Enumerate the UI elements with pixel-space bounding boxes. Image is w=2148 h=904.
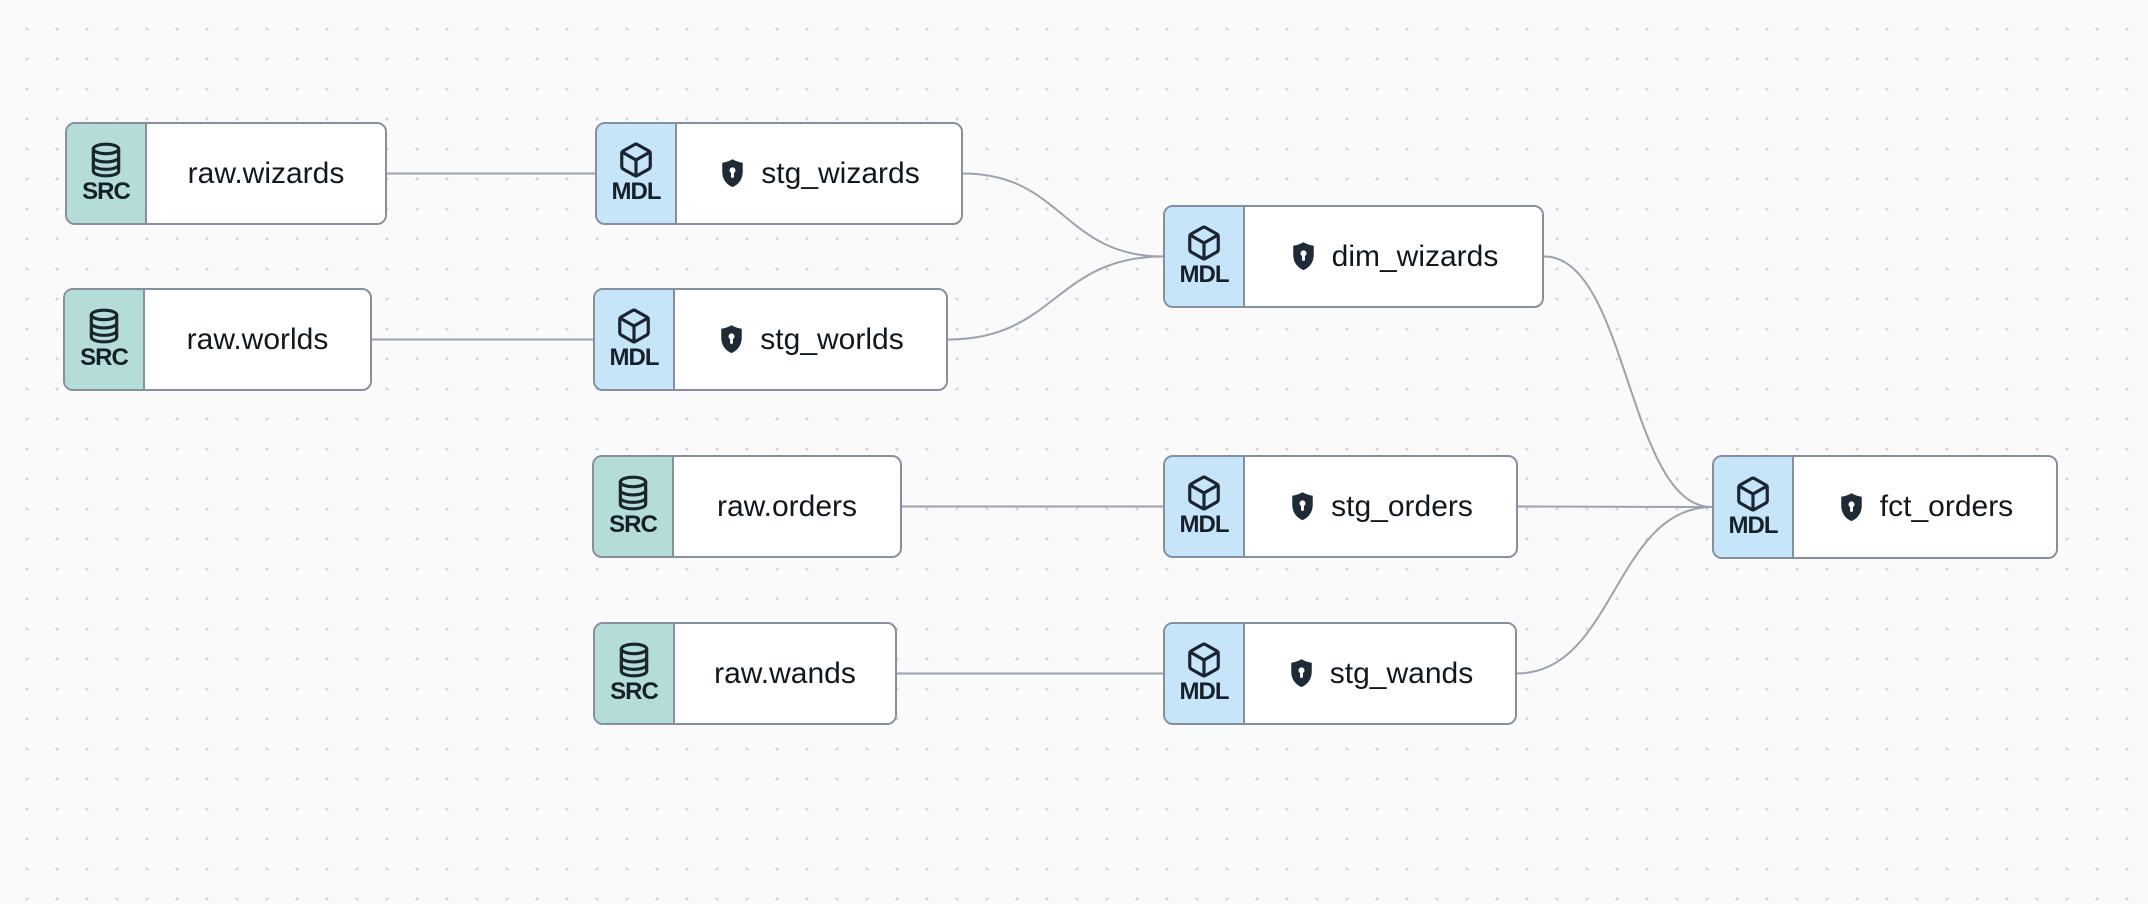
node-stg_orders[interactable]: MDL stg_orders: [1163, 455, 1518, 558]
node-type-badge: SRC: [595, 624, 675, 723]
node-body: fct_orders: [1794, 457, 2056, 557]
edge-stg_worlds-dim_wizards: [947, 255, 1164, 341]
node-label: dim_wizards: [1331, 239, 1499, 273]
node-type-label: SRC: [82, 178, 131, 205]
node-body: raw.worlds: [145, 290, 370, 389]
database-icon: [618, 475, 648, 511]
node-type-label: SRC: [609, 511, 658, 538]
node-label: raw.wizards: [187, 156, 345, 190]
node-label: stg_orders: [1331, 489, 1473, 523]
node-type-label: MDL: [1179, 511, 1230, 538]
cube-icon: [618, 308, 650, 344]
node-type-label: MDL: [1728, 511, 1779, 539]
node-type-badge: MDL: [1165, 457, 1245, 556]
node-label: stg_wands: [1329, 656, 1474, 690]
node-type-badge: MDL: [1165, 207, 1245, 306]
node-label: stg_worlds: [760, 322, 904, 356]
node-type-label: SRC: [610, 678, 659, 705]
shield-lock-icon: [1292, 242, 1314, 271]
node-stg_worlds[interactable]: MDL stg_worlds: [593, 288, 948, 391]
node-type-badge: MDL: [595, 290, 675, 389]
edge-stg_wizards-dim_wizards: [962, 172, 1164, 258]
shield-lock-icon: [1291, 659, 1312, 688]
node-type-badge: MDL: [597, 124, 677, 223]
node-type-badge: SRC: [594, 457, 674, 556]
shield-lock-icon: [1841, 492, 1862, 521]
node-body: stg_worlds: [675, 290, 946, 389]
shield-lock-icon: [721, 325, 743, 354]
cube-icon: [1188, 475, 1220, 511]
database-icon: [619, 642, 649, 678]
node-type-label: MDL: [611, 178, 662, 205]
node-body: raw.wands: [675, 624, 895, 723]
database-icon: [89, 308, 119, 344]
node-body: stg_wizards: [677, 124, 961, 223]
node-stg_wizards[interactable]: MDL stg_wizards: [595, 122, 963, 225]
node-body: dim_wizards: [1245, 207, 1542, 306]
node-raw_worlds[interactable]: SRC raw.worlds: [63, 288, 372, 391]
node-type-badge: SRC: [67, 124, 147, 223]
edge-stg_wands-fct_orders: [1516, 506, 1713, 675]
shield-lock-icon: [1292, 492, 1313, 521]
node-body: stg_orders: [1245, 457, 1516, 556]
node-type-label: MDL: [1179, 678, 1230, 705]
node-type-label: MDL: [1179, 261, 1230, 288]
node-fct_orders[interactable]: MDL fct_orders: [1712, 455, 2058, 559]
node-label: raw.worlds: [186, 322, 329, 356]
cube-icon: [1188, 642, 1220, 678]
node-body: raw.wizards: [147, 124, 385, 223]
shield-lock-icon: [722, 159, 744, 188]
node-label: raw.orders: [716, 489, 858, 523]
node-type-badge: MDL: [1165, 624, 1245, 723]
node-label: raw.wands: [714, 656, 856, 690]
node-label: fct_orders: [1879, 490, 2014, 523]
cube-icon: [620, 142, 652, 178]
node-label: stg_wizards: [761, 156, 920, 190]
node-dim_wizards[interactable]: MDL dim_wizards: [1163, 205, 1544, 308]
node-type-badge: SRC: [65, 290, 145, 389]
node-type-badge: MDL: [1714, 457, 1794, 557]
edge-dim_wizards-fct_orders: [1543, 255, 1713, 508]
node-stg_wands[interactable]: MDL stg_wands: [1163, 622, 1517, 725]
cube-icon: [1188, 225, 1220, 261]
node-body: stg_wands: [1245, 624, 1515, 723]
node-raw_wands[interactable]: SRC raw.wands: [593, 622, 897, 725]
node-body: raw.orders: [674, 457, 900, 556]
node-type-label: SRC: [80, 344, 129, 371]
cube-icon: [1737, 476, 1769, 511]
node-raw_wizards[interactable]: SRC raw.wizards: [65, 122, 387, 225]
database-icon: [91, 142, 121, 178]
edge-stg_orders-fct_orders: [1517, 505, 1713, 508]
node-type-label: MDL: [609, 344, 660, 371]
node-raw_orders[interactable]: SRC raw.orders: [592, 455, 902, 558]
